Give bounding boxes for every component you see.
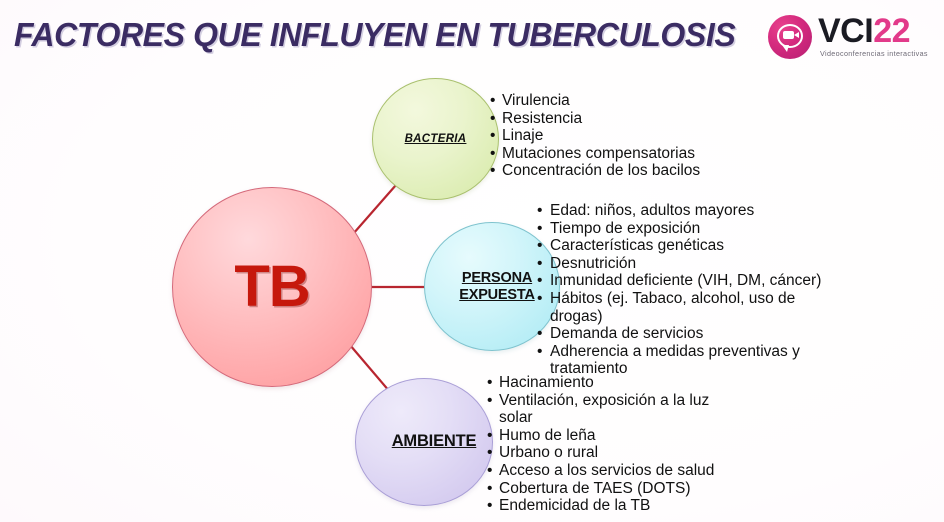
- logo-word-accent: 22: [873, 12, 911, 50]
- list-item: Urbano o rural: [487, 444, 747, 462]
- logo-word-primary: VCI: [818, 12, 874, 50]
- list-item: Hábitos (ej. Tabaco, alcohol, uso de dro…: [537, 290, 822, 325]
- list-item: Virulencia: [490, 92, 790, 110]
- bullet-list-bacteria: Virulencia Resistencia Linaje Mutaciones…: [490, 92, 790, 180]
- list-item: Humo de leña: [487, 427, 747, 445]
- node-tb[interactable]: TB: [172, 187, 372, 387]
- list-item: Características genéticas: [537, 237, 822, 255]
- list-item: Demanda de servicios: [537, 325, 822, 343]
- bullet-list-ambiente: Hacinamiento Ventilación, exposición a l…: [487, 374, 747, 515]
- list-item: Desnutrición: [537, 255, 822, 273]
- bullet-list-persona-expuesta: Edad: niños, adultos mayores Tiempo de e…: [537, 202, 822, 378]
- node-ambiente-label: AMBIENTE: [391, 432, 477, 451]
- list-item: Hacinamiento: [487, 374, 747, 392]
- list-item: Acceso a los servicios de salud: [487, 462, 747, 480]
- list-item: Cobertura de TAES (DOTS): [487, 480, 747, 498]
- list-item: Edad: niños, adultos mayores: [537, 202, 822, 220]
- list-item: Resistencia: [490, 110, 790, 128]
- logo-wordmark: VCI22: [818, 12, 911, 50]
- node-tb-label: TB: [234, 253, 310, 319]
- list-item: Tiempo de exposición: [537, 220, 822, 238]
- logo-tagline: Videoconferencias interactivas: [820, 49, 928, 58]
- vci-logo: VCI22 Videoconferencias interactivas: [768, 12, 936, 64]
- list-item: Linaje: [490, 127, 790, 145]
- list-item: Inmunidad deficiente (VIH, DM, cáncer): [537, 272, 822, 290]
- list-item: Mutaciones compensatorias: [490, 145, 790, 163]
- node-bacteria[interactable]: BACTERIA: [372, 78, 499, 200]
- list-item: Adherencia a medidas preventivas y trata…: [537, 343, 822, 378]
- video-chat-bubble-icon: [768, 15, 812, 59]
- node-persona-expuesta-label: PERSONA EXPUESTA: [459, 270, 535, 303]
- list-item: Concentración de los bacilos: [490, 162, 790, 180]
- page-title: FACTORES QUE INFLUYEN EN TUBERCULOSIS: [14, 16, 736, 53]
- speech-bubble-shape: [777, 24, 803, 52]
- node-bacteria-label: BACTERIA: [404, 132, 467, 145]
- node-ambiente[interactable]: AMBIENTE: [355, 378, 493, 506]
- camera-glyph: [783, 31, 799, 39]
- list-item: Ventilación, exposición a la luz solar: [487, 392, 747, 427]
- list-item: Endemicidad de la TB: [487, 497, 747, 515]
